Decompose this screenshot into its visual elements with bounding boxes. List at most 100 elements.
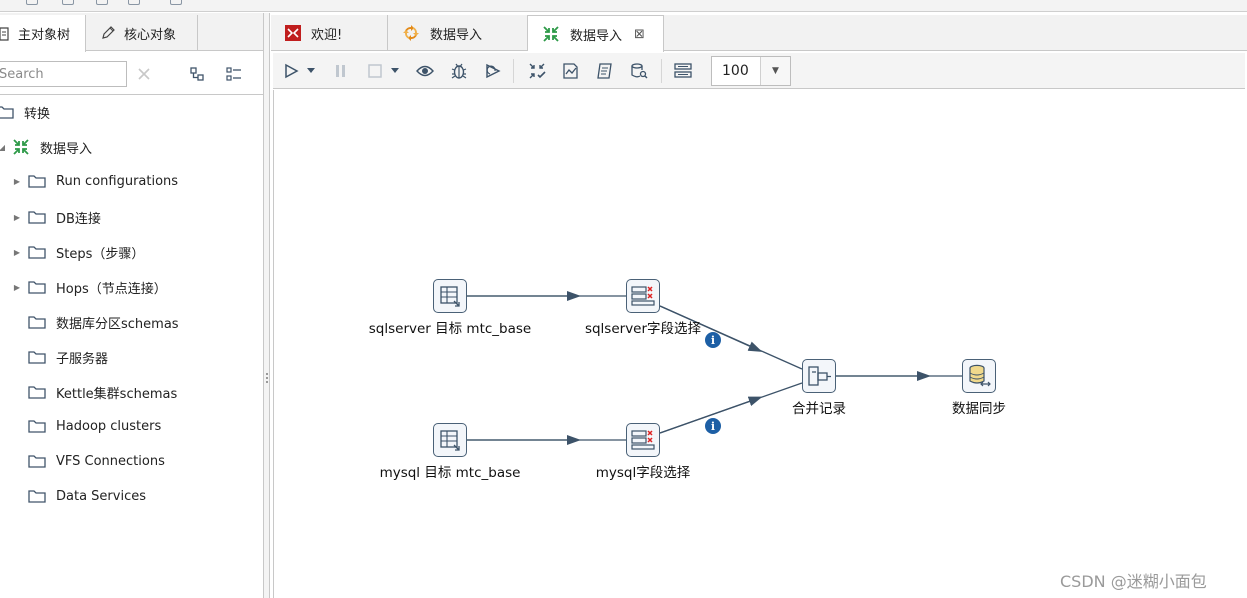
tree-item-label: Steps（步骤） xyxy=(56,246,145,262)
save-icon[interactable] xyxy=(96,0,108,5)
tab-label: 数据导入 xyxy=(430,27,483,43)
collapsed-arrow-icon[interactable]: ▶ xyxy=(13,176,21,186)
verify-icon[interactable] xyxy=(527,61,547,81)
merge-rows-icon xyxy=(808,366,831,386)
splitter-grip xyxy=(266,373,268,375)
open-file-icon[interactable] xyxy=(62,0,74,5)
tree-item-partition-schemas[interactable]: 数据库分区schemas xyxy=(28,311,179,333)
tab-data-import-job[interactable]: 数据导入 xyxy=(388,15,528,51)
stop-options-dropdown-icon[interactable] xyxy=(389,61,401,81)
left-panel: 主对象树 核心对象 xyxy=(0,13,264,598)
tree-item-hadoop-clusters[interactable]: Hadoop clusters xyxy=(28,415,161,437)
explore-database-icon[interactable] xyxy=(629,61,649,81)
collapsed-arrow-icon[interactable]: ▶ xyxy=(13,247,21,257)
tree-icon xyxy=(0,26,9,41)
splitter-grip xyxy=(266,381,268,383)
layers-icon[interactable] xyxy=(170,0,182,5)
zoom-select[interactable]: 100 ▼ xyxy=(711,56,791,86)
tree-item-slave-servers[interactable]: 子服务器 xyxy=(28,346,108,368)
tree-item-label: Hadoop clusters xyxy=(56,418,162,434)
step-label: mysql字段选择 xyxy=(595,465,691,481)
impact-analysis-icon[interactable] xyxy=(561,61,581,81)
tree-item-data-services[interactable]: Data Services xyxy=(28,485,146,507)
tree-item-db-connections[interactable]: ▶ DB连接 xyxy=(12,206,101,228)
tab-welcome[interactable]: 欢迎! xyxy=(271,15,388,51)
hop-arrow[interactable] xyxy=(659,382,803,434)
tree-item-label: Kettle集群schemas xyxy=(56,386,178,402)
sql-script-icon[interactable] xyxy=(595,61,615,81)
step-label: sqlserver 目标 mtc_base xyxy=(368,321,532,337)
info-badge[interactable]: i xyxy=(705,332,721,348)
folder-icon xyxy=(28,490,46,503)
run-options-dropdown-icon[interactable] xyxy=(305,61,317,81)
debug-bug-icon[interactable] xyxy=(449,61,469,81)
tree-root-transformations[interactable]: 转换 xyxy=(0,101,50,123)
pause-icon[interactable] xyxy=(331,61,351,81)
search-input[interactable] xyxy=(0,61,127,87)
clear-search-icon[interactable] xyxy=(136,65,152,83)
toolbar-separator xyxy=(513,59,514,83)
new-file-icon[interactable] xyxy=(26,0,38,5)
collapse-list-icon[interactable] xyxy=(225,65,243,83)
preview-eye-icon[interactable] xyxy=(415,61,435,81)
zoom-dropdown-icon[interactable]: ▼ xyxy=(760,57,790,85)
folder-icon xyxy=(28,420,46,433)
folder-icon xyxy=(28,246,46,259)
job-icon xyxy=(403,25,419,41)
tree-item-label: Hops（节点连接） xyxy=(56,281,167,297)
table-input-icon xyxy=(440,286,460,307)
save-as-icon[interactable] xyxy=(128,0,140,5)
toolbar-separator xyxy=(661,59,662,83)
expanded-arrow-icon[interactable]: ◢ xyxy=(0,142,6,152)
tree-item-label: DB连接 xyxy=(56,211,101,227)
select-values-icon xyxy=(631,286,655,306)
tree-item-label: VFS Connections xyxy=(56,453,165,469)
splitter-grip xyxy=(266,377,268,379)
main-toolbar-strip xyxy=(0,0,1247,12)
hop-arrow[interactable] xyxy=(659,305,803,370)
tree-item-label: 数据导入 xyxy=(40,141,93,157)
tab-main-object-tree[interactable]: 主对象树 xyxy=(0,15,86,52)
tree-item-hops[interactable]: ▶ Hops（节点连接） xyxy=(12,276,167,298)
folder-icon xyxy=(28,175,46,188)
folder-icon xyxy=(28,211,46,224)
info-badge[interactable]: i xyxy=(705,418,721,434)
left-search-row xyxy=(0,57,263,95)
tree-item-label: 转换 xyxy=(24,106,51,122)
run-icon[interactable] xyxy=(281,61,301,81)
expand-all-icon[interactable] xyxy=(188,65,206,83)
folder-icon xyxy=(28,455,46,468)
show-results-icon[interactable] xyxy=(673,61,693,81)
tab-data-import-transformation[interactable]: 数据导入 ⊠ xyxy=(528,15,664,52)
watermark: CSDN @迷糊小面包 xyxy=(1060,572,1207,591)
editor-tabs: 欢迎! 数据导入 数据导入 ⊠ xyxy=(271,15,1247,52)
tab-label: 数据导入 xyxy=(570,28,623,44)
left-panel-tabs: 主对象树 核心对象 xyxy=(0,13,263,52)
tree-item-label: Data Services xyxy=(56,488,146,504)
tree-item-run-configurations[interactable]: ▶ Run configurations xyxy=(12,170,178,192)
close-tab-icon[interactable]: ⊠ xyxy=(634,26,645,42)
panel-splitter[interactable] xyxy=(264,13,270,598)
folder-icon xyxy=(28,386,46,399)
hop-lines xyxy=(467,291,962,445)
transformation-canvas[interactable]: i i sqlserver 目标 mtc_base xyxy=(273,90,1247,598)
zoom-value[interactable]: 100 xyxy=(722,63,749,79)
folder-icon xyxy=(28,316,46,329)
tree-item-steps[interactable]: ▶ Steps（步骤） xyxy=(12,241,144,263)
tree-item-transformation[interactable]: ◢ 数据导入 xyxy=(0,136,92,158)
tree-item-label: 子服务器 xyxy=(56,351,109,367)
collapsed-arrow-icon[interactable]: ▶ xyxy=(13,282,21,292)
tree-item-cluster-schemas[interactable]: Kettle集群schemas xyxy=(28,381,177,403)
tree-item-vfs-connections[interactable]: VFS Connections xyxy=(28,450,165,472)
tab-label: 欢迎! xyxy=(311,27,343,43)
folder-icon xyxy=(0,106,14,119)
replay-icon[interactable] xyxy=(483,61,503,81)
stop-icon[interactable] xyxy=(365,61,385,81)
collapsed-arrow-icon[interactable]: ▶ xyxy=(13,212,21,222)
editor-panel: 欢迎! 数据导入 数据导入 ⊠ xyxy=(271,13,1247,598)
transformation-icon xyxy=(543,26,559,42)
tab-core-objects[interactable]: 核心对象 xyxy=(86,15,198,51)
table-input-icon xyxy=(440,430,460,451)
tab-label: 主对象树 xyxy=(18,28,71,43)
welcome-icon xyxy=(285,25,301,41)
